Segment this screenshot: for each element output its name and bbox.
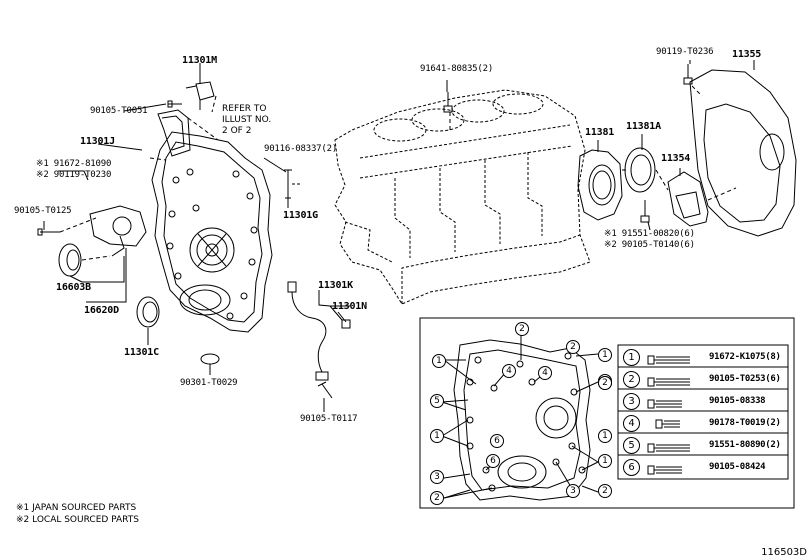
inset-box [419,317,795,509]
leader-lines [43,60,755,412]
legend-part-number: 90178-T0019(2) [709,418,781,428]
oil-seal-11301C [136,296,160,328]
part-label-90105-T0140: ※2 90105-T0140(6) [604,240,695,250]
gasket-strip [157,109,191,157]
part-label-11301K: 11301K [318,280,353,291]
bolt-90105-T0117 [317,381,333,399]
callout-6: 6 [486,454,500,468]
part-label-16620D: 16620D [84,305,119,316]
cover-11354 [667,171,709,227]
note-japan-sourced: ※1 JAPAN SOURCED PARTS [16,503,137,513]
stud-90116-08337 [284,169,292,199]
legend-row: 5 91551-80890(2) [623,437,785,454]
pulley-16603B [58,243,82,277]
part-label-11301J: 11301J [80,136,115,147]
callout-4: 4 [538,366,552,380]
legend-bolt-icons [647,355,690,475]
bolt-91551-00820 [640,200,650,223]
part-label-11301C: 11301C [124,347,159,358]
legend-number: 4 [623,415,640,432]
legend-number: 5 [623,437,640,454]
part-label-91641-80835: 91641-80835(2) [420,64,494,74]
callout-1: 1 [598,454,612,468]
callout-2: 2 [515,322,529,336]
part-label-90119-T0236: 90119-T0236 [656,47,714,57]
tensioner-16620D [89,205,147,257]
callout-3: 3 [566,484,580,498]
part-label-91551-00820: ※1 91551-00820(6) [604,229,695,239]
legend-number: 3 [623,393,640,410]
o-ring [200,353,220,365]
part-label-11301N: 11301N [332,301,367,312]
legend-row: 4 90178-T0019(2) [623,415,785,432]
legend-box [617,344,789,480]
inset-cover-drawing [453,339,591,501]
bolt-90105-T0125 [37,228,60,236]
callout-1: 1 [598,348,612,362]
engine-block-outline [334,89,591,305]
part-label-11355: 11355 [732,49,762,60]
callout-1: 1 [598,429,612,443]
part-label-11381: 11381 [585,127,615,138]
part-label-90301-T0029: 90301-T0029 [180,378,238,388]
legend-part-number: 90105-08338 [709,396,766,406]
callout-3: 3 [430,470,444,484]
legend-number: 1 [623,349,640,366]
legend-row: 2 90105-T0253(6) [623,371,785,388]
legend-number: 2 [623,371,640,388]
sensor-11301M [185,81,215,110]
refer-line-1: REFER TO [222,104,267,114]
part-label-11354: 11354 [661,153,691,164]
refer-line-2: ILLUST NO. [222,115,272,125]
legend-part-number: 90105-08424 [709,462,766,472]
note-local-sourced: ※2 LOCAL SOURCED PARTS [16,515,139,525]
legend-number: 6 [623,459,640,476]
callout-4: 4 [502,364,516,378]
callout-2: 2 [598,484,612,498]
part-label-11301G: 11301G [283,210,318,221]
callout-5: 5 [430,394,444,408]
part-label-90119-T0230: ※2 90119-T0230 [36,170,112,180]
part-label-90105-T0051: 90105-T0051 [90,106,148,116]
refer-line-3: 2 OF 2 [222,126,252,136]
callout-2: 2 [598,376,612,390]
seal-retainer-11381 [577,149,623,221]
callout-1: 1 [430,429,444,443]
part-label-90116-08337: 90116-08337(2) [264,144,338,154]
legend-part-number: 91551-80890(2) [709,440,781,450]
legend-part-number: 91672-K1075(8) [709,352,781,362]
legend-row: 6 90105-08424 [623,459,785,476]
legend-part-number: 90105-T0253(6) [709,374,781,384]
timing-cover-outline [151,131,273,333]
sensor-cable-11301K [287,281,329,381]
part-label-91672-81090: ※1 91672-81090 [36,159,112,169]
alignment-lines [59,85,737,261]
bolt-90105-T0051 [167,100,182,108]
callout-6: 6 [490,434,504,448]
oil-seal-11381A [624,147,656,193]
clip-11301N [341,319,351,329]
end-plate-11355 [689,69,797,237]
part-label-11381A: 11381A [626,121,661,132]
part-label-11301M: 11301M [182,55,217,66]
callout-2: 2 [566,340,580,354]
callout-1: 1 [432,354,446,368]
figure-id: 116503D [761,547,807,558]
legend-row: 1 91672-K1075(8) [623,349,785,366]
part-label-16603B: 16603B [56,282,91,293]
part-label-90105-T0125: 90105-T0125 [14,206,72,216]
bolt-90119-T0236 [683,64,693,85]
part-label-90105-T0117: 90105-T0117 [300,414,358,424]
callout-2: 2 [430,491,444,505]
legend-row: 3 90105-08338 [623,393,785,410]
bolt-91641-80835 [443,92,453,113]
